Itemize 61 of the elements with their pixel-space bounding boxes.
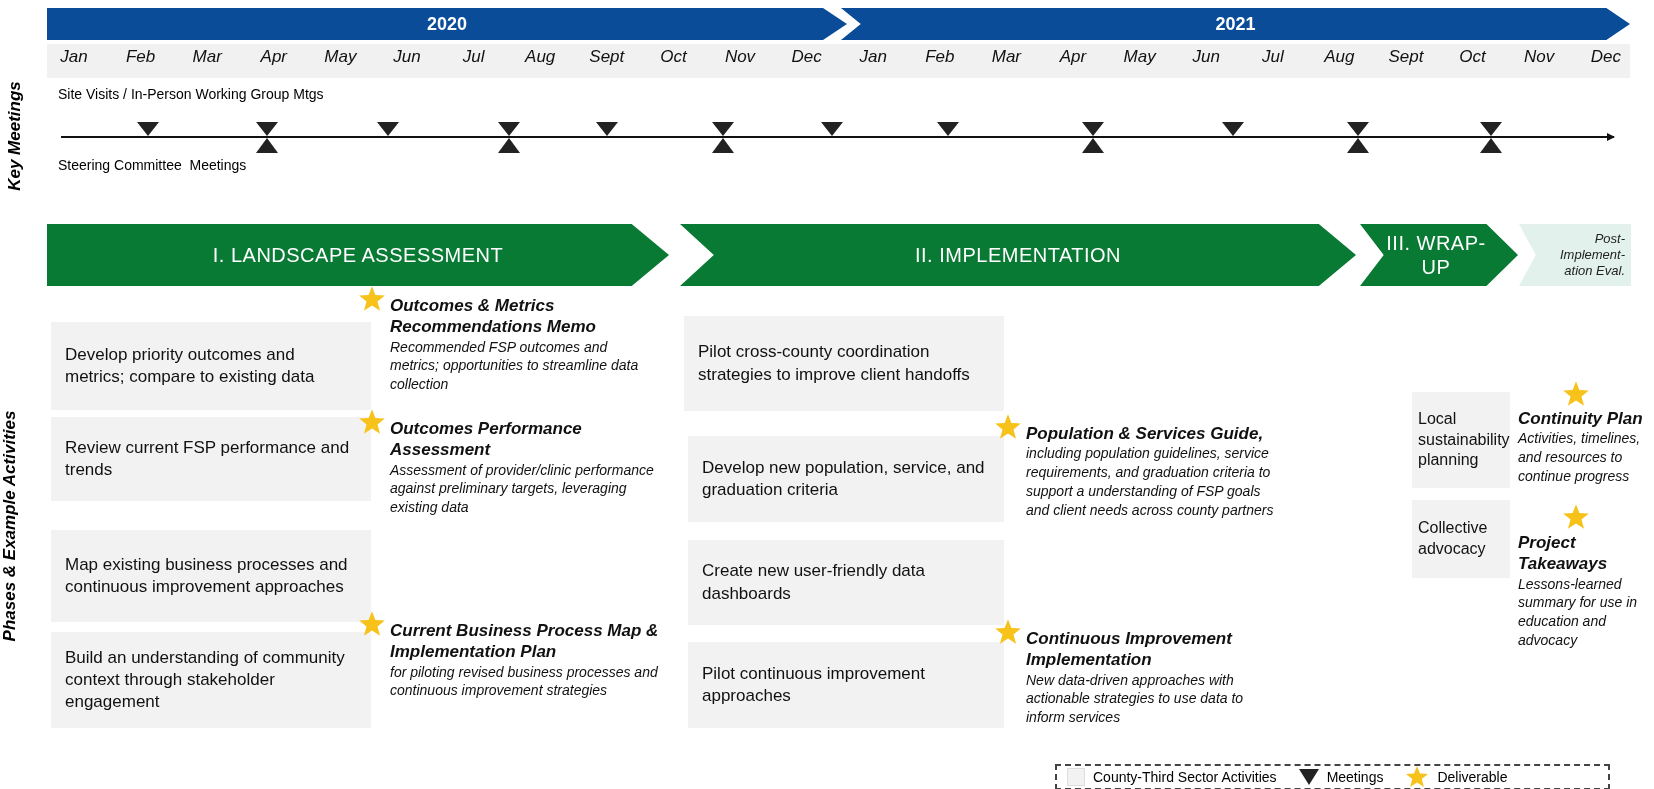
activity-box: Pilot continuous improvement approaches [688, 642, 1004, 728]
phase-banner: II. IMPLEMENTATION [680, 224, 1356, 286]
deliverable-description: Assessment of provider/clinic performance against preliminary targets, leveraging existing data [390, 460, 655, 518]
month-label: Jul [1260, 47, 1285, 67]
year-arrow-bar: 2021 [841, 8, 1630, 40]
deliverable-description: Activities, timelines, and resources to continue progress [1518, 429, 1642, 486]
deliverable-title: Outcomes Performance Assessment [390, 418, 583, 461]
deliverable-description: including population guidelines, service requirements, and graduation criteria to support a understanding of FSP goals and client needs across county partners [1026, 444, 1275, 520]
activity-box: Build an understanding of community context through stakeholder engagement [51, 632, 371, 728]
month-label: Aug [523, 47, 557, 67]
month-label: May [1122, 47, 1158, 67]
row-label: Steering Committee Meetings [58, 157, 247, 173]
month-label: Mar [191, 47, 224, 67]
deliverable-title: Population & Services Guide, [1026, 423, 1265, 445]
activity-box: Map existing business processes and continuous improvement approaches [51, 530, 371, 622]
month-label: Jun [1191, 47, 1221, 67]
month-label: Dec [790, 47, 823, 67]
deliverable-description: Lessons-learned summary for use in education and advocacy [1518, 574, 1639, 651]
month-label: Jan [59, 47, 89, 67]
activity-box: Collective advocacy [1412, 500, 1510, 578]
month-label: Oct [659, 47, 689, 67]
activity-box: Local sustainability planning [1412, 392, 1510, 488]
month-label: Nov [1523, 47, 1556, 67]
month-label: Sept [1387, 47, 1425, 67]
month-label: May [323, 47, 358, 67]
month-label: Sept [588, 47, 626, 67]
month-label: Apr [259, 47, 289, 67]
month-label: Mar [990, 47, 1023, 67]
legend-label: Deliverable [1437, 769, 1508, 785]
activity-box: Develop new population, service, and graduation criteria [688, 436, 1004, 522]
month-label: Jul [461, 47, 486, 67]
legend-label: County-Third Sector Activities [1093, 769, 1277, 785]
row-label: Site Visits / In-Person Working Group Mtgs [58, 86, 324, 102]
month-label: Feb [124, 47, 157, 67]
month-label: Aug [1322, 47, 1356, 67]
phase-tab: Post-Implement-ation Eval. [1519, 224, 1631, 286]
month-label: Nov [723, 47, 757, 67]
activity-box: Pilot cross-county coordination strategies to improve client handoffs [684, 316, 1004, 411]
deliverable-title: Project Takeaways [1518, 532, 1609, 575]
deliverable-title: Outcomes & Metrics Recommendations Memo [390, 295, 597, 338]
legend-label: Meetings [1326, 769, 1384, 785]
deliverable-title: Continuity Plan [1518, 408, 1644, 430]
phase-banner: III. WRAP-UP [1360, 224, 1518, 286]
year-arrow-bar: 2020 [47, 8, 847, 40]
phase-banner: I. LANDSCAPE ASSESSMENT [47, 224, 669, 286]
deliverable-description: Recommended FSP outcomes and metrics; opportunities to streamline data collection [390, 337, 640, 395]
activity-box: Review current FSP performance and trends [51, 417, 371, 501]
month-label: Dec [1589, 47, 1622, 67]
month-label: Oct [1458, 47, 1488, 67]
section-label: Key Meetings [4, 81, 25, 191]
activity-box: Create new user-friendly data dashboards [688, 540, 1004, 625]
month-label: Jun [392, 47, 422, 67]
month-label: Feb [924, 47, 956, 67]
deliverable-title: Continuous Improvement Implementation [1026, 628, 1234, 671]
month-label: Jan [858, 47, 888, 67]
month-label: Apr [1058, 47, 1088, 67]
deliverable-description: New data-driven approaches with actionable strategies to use data to inform services [1026, 670, 1245, 728]
deliverable-title: Current Business Process Map & Implementation Plan [390, 620, 660, 663]
activity-box: Develop priority outcomes and metrics; compare to existing data [51, 322, 371, 410]
deliverable-description: for piloting revised business processes and continuous improvement strategies [390, 662, 659, 701]
section-label: Phases & Example Activities [0, 410, 21, 642]
